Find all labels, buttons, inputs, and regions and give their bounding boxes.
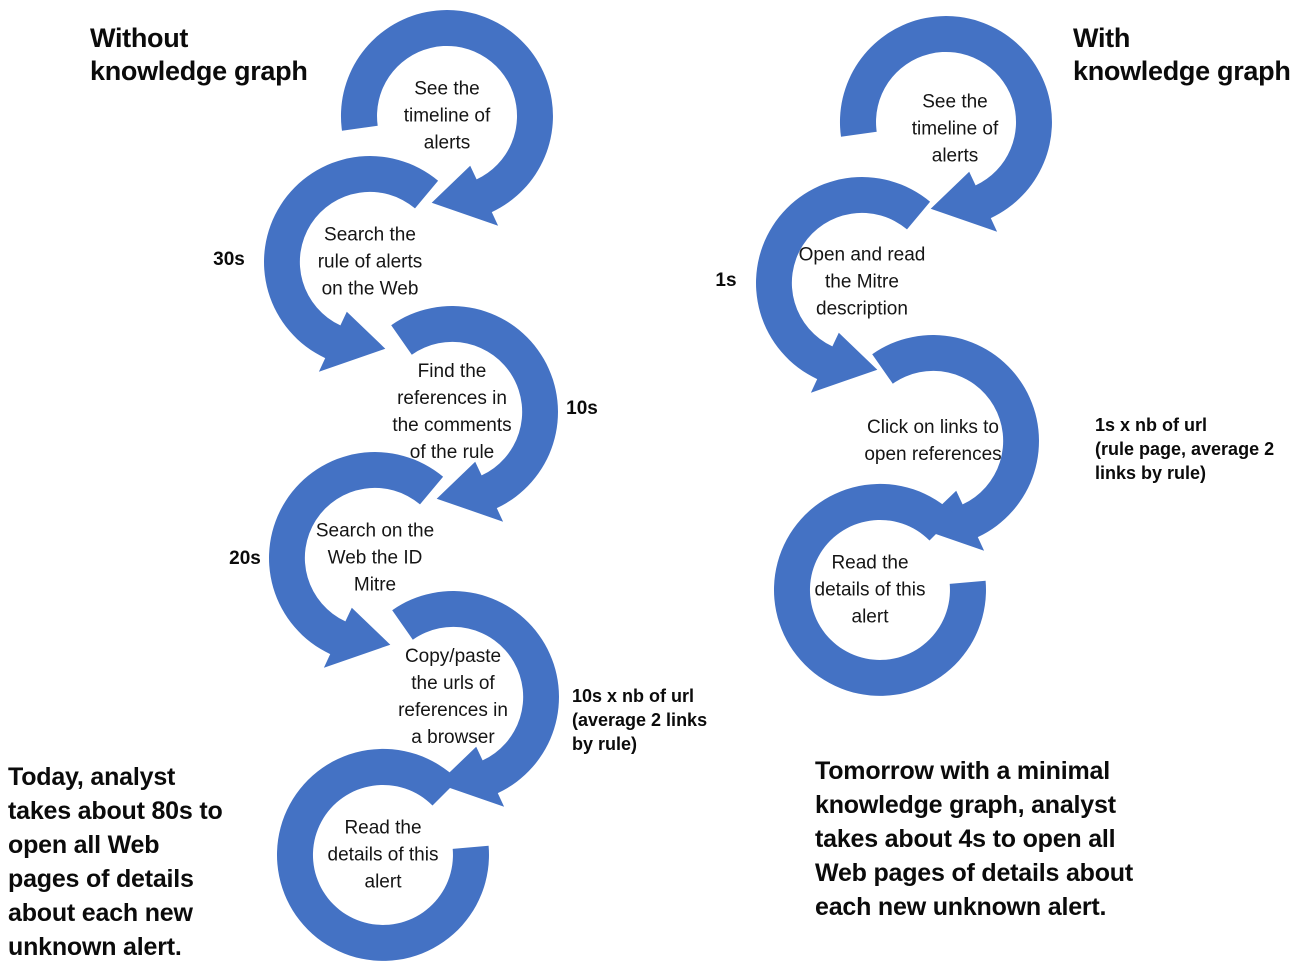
- step-label-without-5: Copy/paste the urls of references in a b…: [398, 646, 508, 748]
- time-label-without-3: 10s: [566, 398, 598, 419]
- right-title: With knowledge graph: [1073, 23, 1291, 86]
- right-summary: Tomorrow with a minimal knowledge graph,…: [815, 757, 1133, 921]
- loop-arrow-left-3: [391, 306, 558, 522]
- time-label-with-2: 1s: [715, 270, 737, 291]
- time-label-with-3: 1s x nb of url (rule page, average 2 lin…: [1095, 415, 1275, 483]
- step-label-without-2: Search the rule of alerts on the Web: [317, 224, 423, 300]
- step-label-with-3: Click on links to open references: [864, 417, 1002, 465]
- loop-arrow-left-1: [340, 10, 553, 226]
- time-label-without-4: 20s: [229, 548, 261, 569]
- time-label-without-5: 10s x nb of url (average 2 links by rule…: [572, 686, 708, 754]
- loop-ring-left-6: [276, 748, 489, 961]
- loop-ring-right-4: [773, 483, 986, 696]
- loop-arrow-left-4: [269, 452, 444, 668]
- loop-arrow-right-3: [872, 335, 1039, 551]
- step-label-with-4: Read the details of this alert: [814, 552, 926, 628]
- step-label-with-1: See the timeline of alerts: [911, 91, 999, 167]
- step-label-without-6: Read the details of this alert: [327, 817, 439, 893]
- step-label-without-4: Search on the Web the ID Mitre: [315, 520, 435, 596]
- loop-arrow-right-2: [756, 177, 931, 393]
- step-label-without-1: See the timeline of alerts: [403, 78, 491, 154]
- loop-arrow-left-5: [392, 591, 559, 807]
- loop-arrow-left-2: [264, 156, 439, 372]
- left-title: Without knowledge graph: [90, 23, 308, 86]
- step-label-with-2: Open and read the Mitre description: [798, 244, 926, 320]
- loop-arrow-right-1: [839, 16, 1052, 232]
- step-label-without-3: Find the references in the comments of t…: [392, 361, 512, 463]
- left-summary: Today, analyst takes about 80s to open a…: [8, 763, 223, 961]
- time-label-without-2: 30s: [213, 249, 245, 270]
